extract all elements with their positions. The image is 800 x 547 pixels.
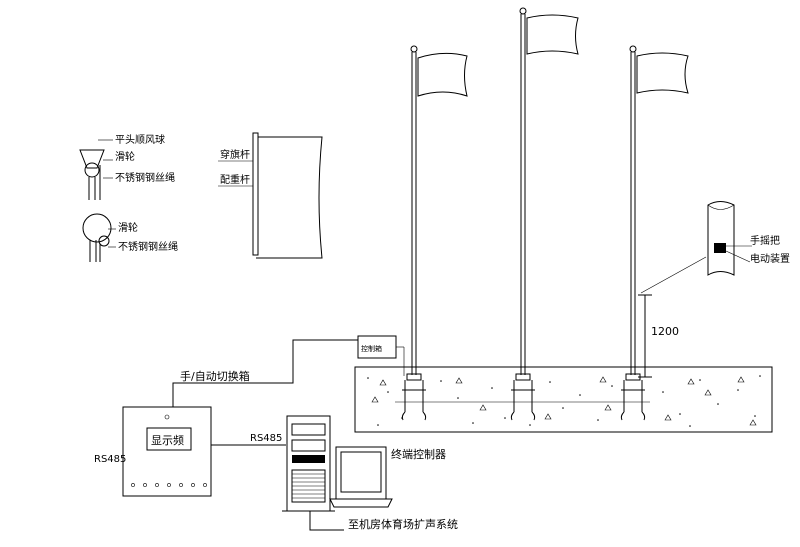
pole-center-base — [515, 373, 531, 381]
pulley-2-icon — [98, 235, 110, 247]
control-box-label: 控制箱 — [361, 344, 382, 353]
display-screen-label: 显示频 — [151, 433, 184, 447]
hand-crank-label: 手摇把 — [750, 234, 780, 247]
flag-rod-detail: 穿旗杆 配重杆 — [218, 132, 323, 259]
motor-detail: 手摇把 电动装置 — [640, 201, 790, 294]
flag-right-shape — [636, 52, 689, 94]
motor-device-label: 电动装置 — [750, 252, 790, 265]
counterweight-rod-label: 配重杆 — [220, 173, 250, 186]
pulley-1-label: 滑轮 — [115, 150, 135, 163]
pole-left-base — [406, 373, 422, 381]
foundation-slab — [354, 366, 773, 433]
pa-system-label: 至机房体育场扩声系统 — [348, 517, 458, 531]
terminal-controller-label: 终端控制器 — [391, 447, 446, 461]
wire-rope-1-label: 不锈钢钢丝绳 — [115, 171, 175, 184]
flag-left-shape — [417, 52, 468, 97]
display-cabinet: 显示频 RS485 — [94, 406, 212, 497]
server-tower — [282, 415, 335, 512]
pulley-1-icon — [84, 162, 100, 178]
thread-rod-shape — [252, 132, 259, 256]
anchor-center — [510, 380, 536, 421]
anchor-right — [620, 380, 646, 421]
monitor-frame — [335, 446, 387, 500]
pole-left-ball-icon — [410, 45, 418, 53]
monitor: 终端控制器 — [329, 446, 446, 508]
manual-auto-switch-label: 手/自动切换箱 — [180, 369, 250, 383]
ball-round-detail: 滑轮 不锈钢钢丝绳 — [82, 213, 178, 262]
motor-pole-section — [707, 201, 735, 276]
pole-center-ball-icon — [519, 7, 527, 15]
display-screen-shape — [146, 427, 192, 451]
rs485-left-label: RS485 — [94, 454, 126, 465]
server-drive-bay — [292, 455, 325, 463]
display-cabinet-shape — [122, 406, 212, 497]
pole-right-base — [625, 373, 641, 381]
ball-top-detail: 平头顺风球 滑轮 不锈钢钢丝绳 — [79, 133, 175, 200]
control-box: 控制箱 — [357, 335, 405, 376]
control-wire — [172, 339, 358, 407]
pole-right-ball-icon — [629, 45, 637, 53]
ball-cap-shape — [79, 149, 105, 169]
anchor-left — [401, 380, 427, 421]
flagpole-center — [515, 7, 579, 381]
pulley-2-label: 滑轮 — [118, 221, 138, 234]
flat-head-ball-label: 平头顺风球 — [115, 133, 165, 146]
round-ball-icon — [82, 213, 112, 243]
flagpole-right — [625, 45, 689, 381]
flag-cloth-detail — [256, 136, 323, 259]
motor-unit-icon — [714, 243, 726, 253]
monitor-screen — [340, 451, 382, 493]
concrete-foundation — [354, 366, 773, 433]
height-1200-label: 1200 — [651, 325, 679, 338]
height-marker: 1200 — [638, 294, 679, 378]
rs485-mid-label: RS485 — [250, 433, 282, 444]
thread-rod-label: 穿旗杆 — [220, 148, 250, 161]
pa-system-link — [309, 511, 344, 531]
server-tower-shape — [286, 415, 331, 512]
flagpole-left — [406, 45, 468, 381]
wire-rope-2-label: 不锈钢钢丝绳 — [118, 240, 178, 253]
flag-center-shape — [526, 14, 579, 55]
